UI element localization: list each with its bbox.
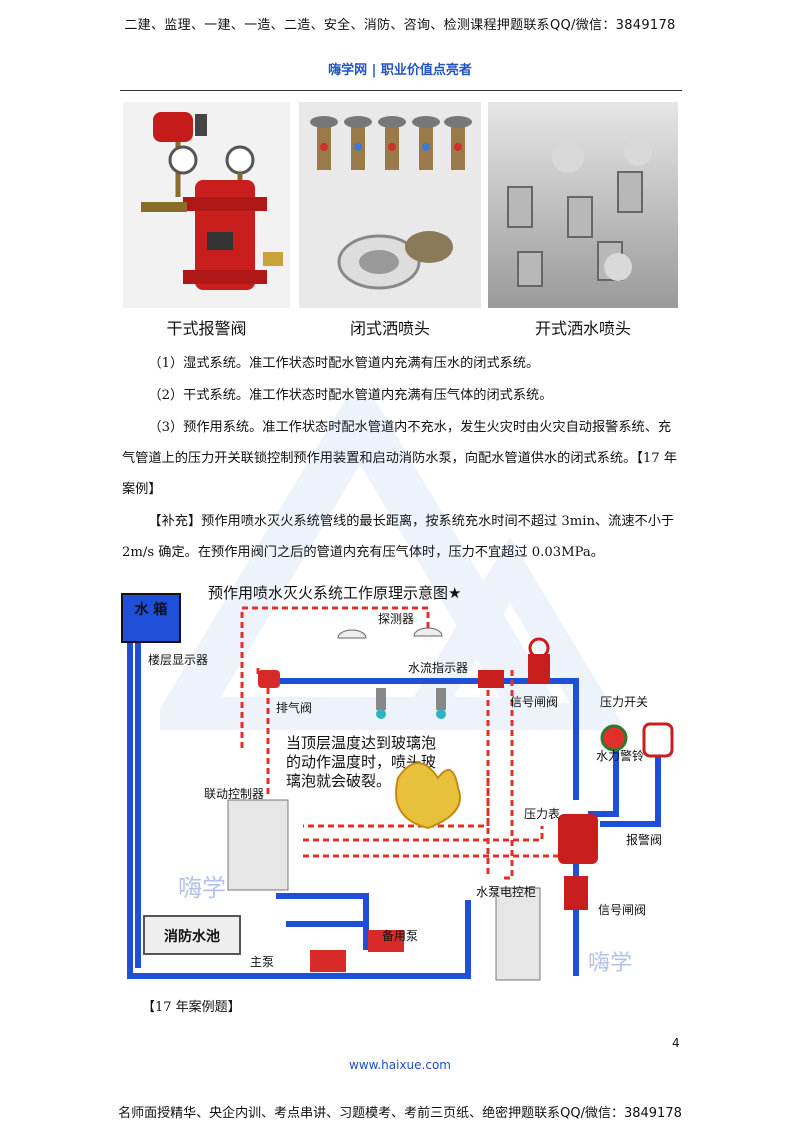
header-rule xyxy=(120,90,682,91)
detector-label: 探测器 xyxy=(378,612,414,626)
site-slogan[interactable]: 嗨学网 | 职业价值点亮者 xyxy=(328,63,472,78)
alarm-valve xyxy=(558,814,598,864)
page-number: 4 xyxy=(672,1036,680,1050)
water-bell-label: 水力警铃 xyxy=(596,748,644,763)
site-url-link[interactable]: www.haixue.com xyxy=(349,1058,451,1072)
smoke-detector-icon xyxy=(337,627,443,639)
floor-display-label: 楼层显示器 xyxy=(148,652,208,667)
pressure-gauge-label: 压力表 xyxy=(524,807,560,821)
linkage-controller xyxy=(227,799,289,891)
preaction-system-diagram: 预作用喷水灭火系统工作原理示意图★ 水 箱 楼层显示器 探测器 水流指示器 排气… xyxy=(118,578,690,988)
photo-caption-dry-alarm-valve: 干式报警阀 xyxy=(166,319,247,338)
fire-pool xyxy=(143,915,241,955)
signal-valve-top xyxy=(528,637,550,684)
open-sprinkler-photo xyxy=(488,102,678,308)
flow-indicator xyxy=(478,670,504,688)
pressure-switch-label: 压力开关 xyxy=(600,695,648,709)
water-bell-icon xyxy=(600,724,628,752)
top-banner: 二建、监理、一建、一造、二造、安全、消防、咨询、检测课程押题联系QQ/微信：38… xyxy=(124,18,676,33)
signal-valve-bottom xyxy=(564,876,588,910)
paragraph-dry-system: （2）干式系统。准工作状态时配水管道内充满有压气体的闭式系统。 xyxy=(148,388,553,403)
photo-caption-closed-sprinkler: 闭式洒喷头 xyxy=(349,319,430,338)
fire-pool-label: 消防水池 xyxy=(164,928,220,945)
case-heading: 【17 年案例题】 xyxy=(142,1000,241,1015)
pump-control-cabinet xyxy=(495,887,541,981)
diagram-note: 当顶层温度达到玻璃泡的动作温度时，喷头玻璃泡就会破裂。 xyxy=(286,734,436,790)
fire-icon xyxy=(395,762,461,830)
diagram-title: 预作用喷水灭火系统工作原理示意图★ xyxy=(208,584,461,602)
dry-alarm-valve-photo xyxy=(123,102,290,308)
alarm-valve-label: 报警阀 xyxy=(626,832,662,847)
logo-text-left: 嗨学 xyxy=(178,874,226,902)
signal-valve-bottom-label: 信号闸阀 xyxy=(598,903,646,917)
closed-sprinkler-photo xyxy=(299,102,481,308)
exhaust-valve xyxy=(258,670,280,688)
bottom-banner: 名师面授精华、央企内训、考点串讲、习题模考、考前三页纸、绝密押题联系QQ/微信：… xyxy=(118,1106,682,1121)
standby-pump-label: 备用泵 xyxy=(382,929,418,943)
exhaust-valve-label: 排气阀 xyxy=(276,700,312,715)
logo-text-right: 嗨学 xyxy=(588,951,632,976)
water-tank-label: 水 箱 xyxy=(135,601,168,618)
linkage-controller-label: 联动控制器 xyxy=(204,787,264,801)
paragraph-supplement: 【补充】预作用喷水灭火系统管线的最长距离，按系统充水时间不超过 3min、流速不… xyxy=(122,514,675,560)
paragraph-preaction-system: （3）预作用系统。准工作状态时配水管道内不充水，发生火灾时由火灾自动报警系统、充… xyxy=(122,420,678,497)
standby-pump xyxy=(368,930,404,952)
water-tank xyxy=(121,593,181,643)
signal-valve-top-label: 信号闸阀 xyxy=(510,695,558,709)
photo-caption-open-sprinkler: 开式洒水喷头 xyxy=(534,319,631,338)
main-pump-label: 主泵 xyxy=(250,955,274,969)
main-pump xyxy=(310,950,346,972)
pressure-switch xyxy=(642,722,674,758)
haixue-watermark xyxy=(160,400,620,730)
flow-indicator-label: 水流指示器 xyxy=(408,660,468,675)
pump-cabinet-label: 水泵电控柜 xyxy=(476,885,536,899)
paragraph-wet-system: （1）湿式系统。准工作状态时配水管道内充满有压水的闭式系统。 xyxy=(148,356,540,371)
